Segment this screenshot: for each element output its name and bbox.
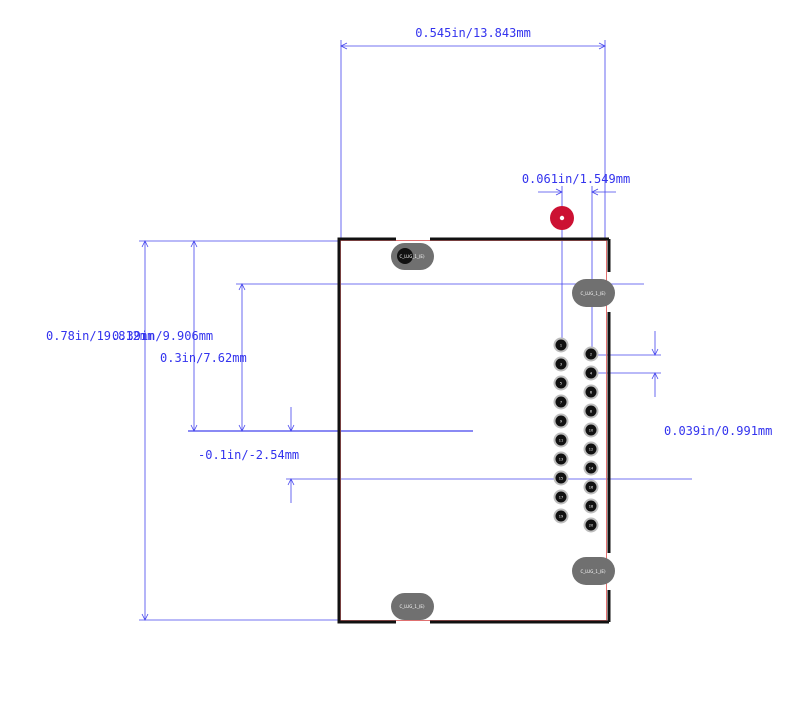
pin-19: 19 [553,508,569,524]
row-offset-arrow-top [238,283,246,291]
pin-label: 15 [559,476,563,480]
pin-13: 13 [553,451,569,467]
pin-label: 5 [560,381,562,385]
pin-5: 5 [553,375,569,391]
pin-label: 3 [560,362,562,366]
mount-pad-right-bottom: C_LUG_1_(E) [572,557,615,585]
pin-4: 4 [583,365,599,381]
pin-label: 4 [590,371,593,375]
pin-12: 12 [583,441,599,457]
pin-10: 10 [583,422,599,438]
mount-pad-bottom: C_LUG_1_(E) [391,593,434,620]
row-offset-label: 0.3in/7.62mm [160,351,247,365]
row-offset-arrow-bottom [238,424,246,432]
mount-pad-top: C_LUG_1_(E) [391,243,434,270]
pin-spacing-arrow-bottom [651,372,659,380]
pin-label: 20 [589,523,593,527]
width-label: 0.545in/13.843mm [415,26,531,40]
pin-16: 16 [583,479,599,495]
pitch-arrow-left [555,188,563,196]
pin-spacing-label: 0.039in/0.991mm [664,424,772,438]
mount-pad-label: C_LUG_1_(E) [580,291,605,296]
pitch-label: 0.061in/1.549mm [522,172,630,186]
pin-label: 12 [589,447,593,451]
pin-17: 17 [553,489,569,505]
pin-label: 11 [559,438,563,442]
offset-arrow-top [287,424,295,432]
pin-2: 2 [583,346,599,362]
pin-spacing-arrow-top [651,348,659,356]
offset-arrow-bottom [287,478,295,486]
pin-label: 10 [589,428,593,432]
body-outline [337,237,611,624]
pin-label: 6 [590,390,592,394]
pin-one-marker: 0 [550,206,574,230]
pin-3: 3 [553,356,569,372]
height-label: 0.78in/19.812mm [46,329,154,343]
mount-pad-label: C_LUG_1_(E) [399,254,424,259]
pin-label: 18 [589,504,593,508]
pin-6: 6 [583,384,599,400]
pin-column-right: 2 4 6 8 10 12 14 16 18 20 [583,346,599,533]
height-arrow-bottom [141,613,149,621]
mount-pad-label: C_LUG_1_(E) [399,604,424,609]
pin-label: 16 [589,485,593,489]
mount-pad-right-top: C_LUG_1_(E) [572,279,615,307]
pin-label: 19 [559,514,563,518]
offset-neg-label: -0.1in/-2.54mm [198,448,299,462]
pin-label: 1 [560,343,562,347]
width-arrow-right [598,42,606,50]
pin-label: 2 [590,352,592,356]
pin-7: 7 [553,394,569,410]
mount-pad-label: C_LUG_1_(E) [580,569,605,574]
pin-label: 13 [559,457,563,461]
pitch-arrow-right [591,188,599,196]
pin-label: 17 [559,495,563,499]
pin-18: 18 [583,498,599,514]
pin-1: 1 [553,337,569,353]
pin-20: 20 [583,517,599,533]
pin-label: 8 [590,409,592,413]
width-arrow-left [340,42,348,50]
pin-8: 8 [583,403,599,419]
height-overlap-label: 0.39in/9.906mm [112,329,213,343]
pin-14: 14 [583,460,599,476]
pin-label: 14 [589,466,594,470]
half-height-arrow-top [190,240,198,248]
pin-label: 7 [560,400,562,404]
pin-label: 9 [560,419,562,423]
pin-11: 11 [553,432,569,448]
marker-label: 0 [561,217,563,221]
pin-9: 9 [553,413,569,429]
height-arrow-top [141,240,149,248]
pin-15: 15 [553,470,569,486]
